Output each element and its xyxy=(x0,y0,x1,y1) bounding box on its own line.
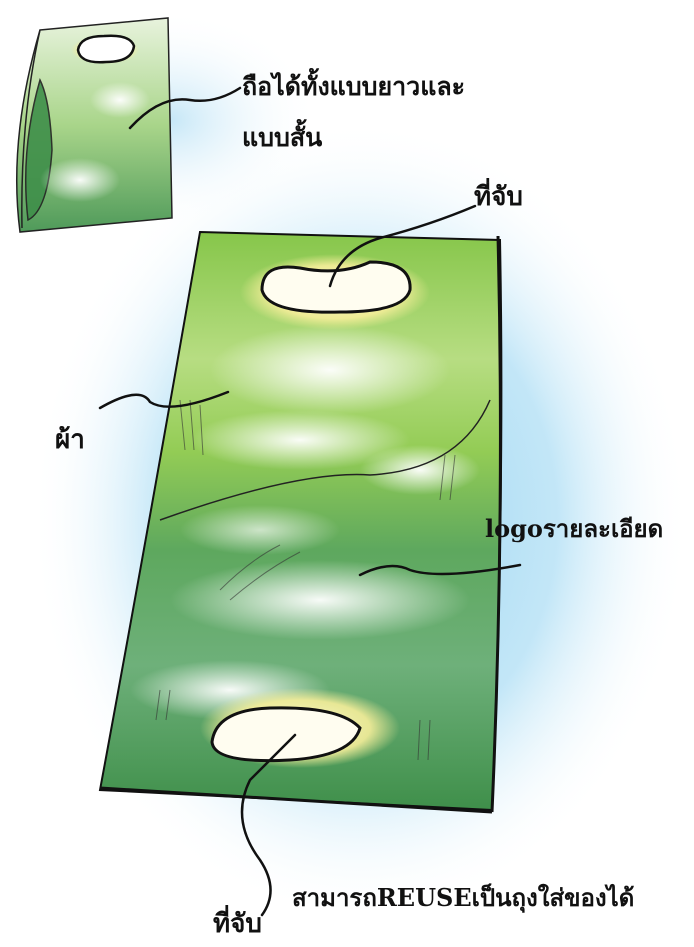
small-bag-sketch xyxy=(17,18,172,232)
label-handle-bottom: ที่จับ xyxy=(213,910,262,940)
label-hold-style-line2: แบบสั้น xyxy=(242,124,322,153)
label-hold-style-line1: ถือได้ทั้งแบบยาวและ xyxy=(242,73,465,102)
label-fabric: ผ้า xyxy=(55,426,85,456)
label-handle-top: ที่จับ xyxy=(474,183,523,213)
label-logo-detail: logoรายละเอียด xyxy=(485,515,663,543)
label-reusable: สามารถREUSEเป็นถุงใส่ของได้ xyxy=(292,884,634,912)
